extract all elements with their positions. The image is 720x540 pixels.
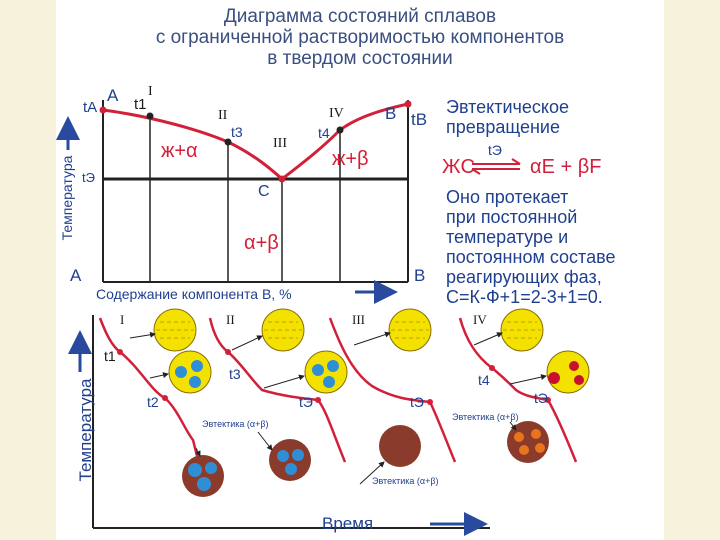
cooling-label-tE-2: tЭ [299,394,313,410]
label-t1: t1 [134,96,147,113]
structure-liquid-1 [154,309,196,351]
label-B-bottom: B [414,266,425,286]
structure-liquid-2 [262,309,304,351]
cooling-roman-2: II [226,312,235,328]
point-tB [405,101,412,108]
cooling-point-tE2 [315,397,321,403]
pointer-2a [232,336,262,350]
label-roman-1: I [148,84,153,100]
label-tB: tB [411,110,427,130]
label-C: C [258,183,270,201]
label-t4: t4 [318,125,330,141]
cooling-label-tE-3: tЭ [410,394,424,410]
cooling-label-t3: t3 [229,366,241,382]
structure-solid-1 [182,455,224,497]
cooling-roman-1: I [120,312,124,328]
pointer-1a [130,334,155,338]
cooling-roman-4: IV [473,312,487,328]
structure-solid-2 [269,439,311,481]
label-roman-3: III [273,136,287,152]
eutectic-desc-3: температуре и [446,228,568,247]
cooling-point-t4 [489,365,495,371]
point-C [279,176,286,183]
pointer-1b [150,374,168,378]
region-alpha-beta: α+β [244,232,279,255]
structure-liquid-4 [501,309,543,351]
eutectic-label-a: Эвтектика (α+β) [202,419,269,429]
cooling-label-t1: t1 [104,348,116,364]
pointer-eut-a [258,432,272,450]
region-liquid-beta: ж+β [332,148,369,171]
region-liquid-alpha: ж+α [161,140,198,163]
eutectic-desc-6: С=К-Ф+1=2-3+1=0. [446,288,603,307]
cooling-x-axis-label: Время [322,514,373,534]
cooling-label-t2: t2 [147,394,159,410]
reaction-left: ЖC [442,156,475,179]
cooling-label-tE-4: tЭ [534,390,548,406]
point-t4 [337,127,344,134]
cooling-label-t4: t4 [478,372,490,388]
structure-solid-4 [507,421,549,463]
label-roman-2: II [218,108,227,124]
eutectic-heading-1: Эвтектическое [446,98,569,117]
label-B-top: B [385,104,396,124]
pointer-2b [264,376,304,388]
label-roman-4: IV [329,106,344,122]
eutectic-heading-2: превращение [446,118,560,137]
reaction-right: αE + βF [530,156,601,179]
label-tA: tA [83,99,97,116]
cooling-y-axis-label: Температура [76,370,96,490]
pointer-4b [510,376,546,384]
structure-liquid-3 [389,309,431,351]
cooling-point-t1 [117,349,123,355]
phase-x-axis-label: Содержание компонента В, % [96,286,292,302]
structure-mixed-4 [547,351,589,393]
label-t3: t3 [231,124,243,140]
eutectic-desc-1: Оно протекает [446,188,568,207]
structure-solid-3 [379,425,421,467]
eutectic-desc-4: постоянном составе [446,248,615,267]
reaction-temperature: tЭ [488,142,502,158]
structure-mixed-2 [305,351,347,393]
phase-y-axis-label: Температура [59,143,75,253]
eutectic-label-c: Эвтектика (α+β) [452,412,519,422]
cooling-point-t3 [225,349,231,355]
pointer-4a [474,333,502,345]
cooling-roman-3: III [352,312,365,328]
label-A-bottom: A [70,266,81,286]
point-tA [100,107,107,114]
cooling-point-t2 [162,395,168,401]
pointer-3a [354,333,390,345]
eutectic-label-b: Эвтектика (α+β) [372,476,439,486]
eutectic-desc-5: реагирующих фаз, [446,268,602,287]
label-tE: tЭ [82,170,95,185]
point-t1 [147,113,154,120]
cooling-point-tE3 [427,399,433,405]
label-A-top: A [107,86,118,106]
structure-mixed-1 [169,351,211,393]
eutectic-desc-2: при постоянной [446,208,577,227]
